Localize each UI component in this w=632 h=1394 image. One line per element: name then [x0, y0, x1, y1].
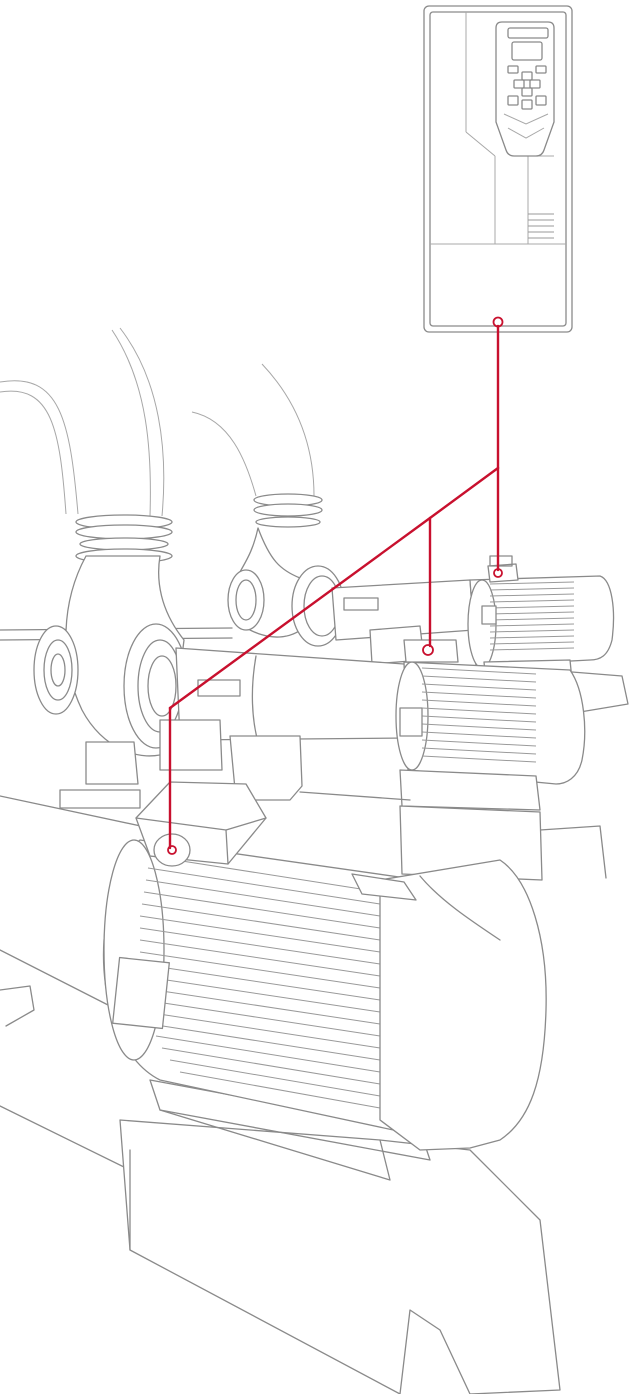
frequency-drive-cabinet — [423, 5, 573, 333]
middle-motor-terminal-icon — [422, 644, 434, 656]
keypad-display-icon — [511, 41, 543, 61]
control-keypad — [495, 21, 555, 157]
vent-grille — [528, 213, 554, 239]
front-motor-unit — [0, 781, 561, 1394]
front-motor-fins — [139, 855, 381, 1109]
middle-pump-motor-unit — [0, 555, 629, 881]
middle-motor-fins — [421, 667, 537, 763]
drive-wiring — [168, 324, 500, 850]
discharge-pipes — [0, 327, 323, 564]
rear-motor-fins — [489, 581, 575, 651]
